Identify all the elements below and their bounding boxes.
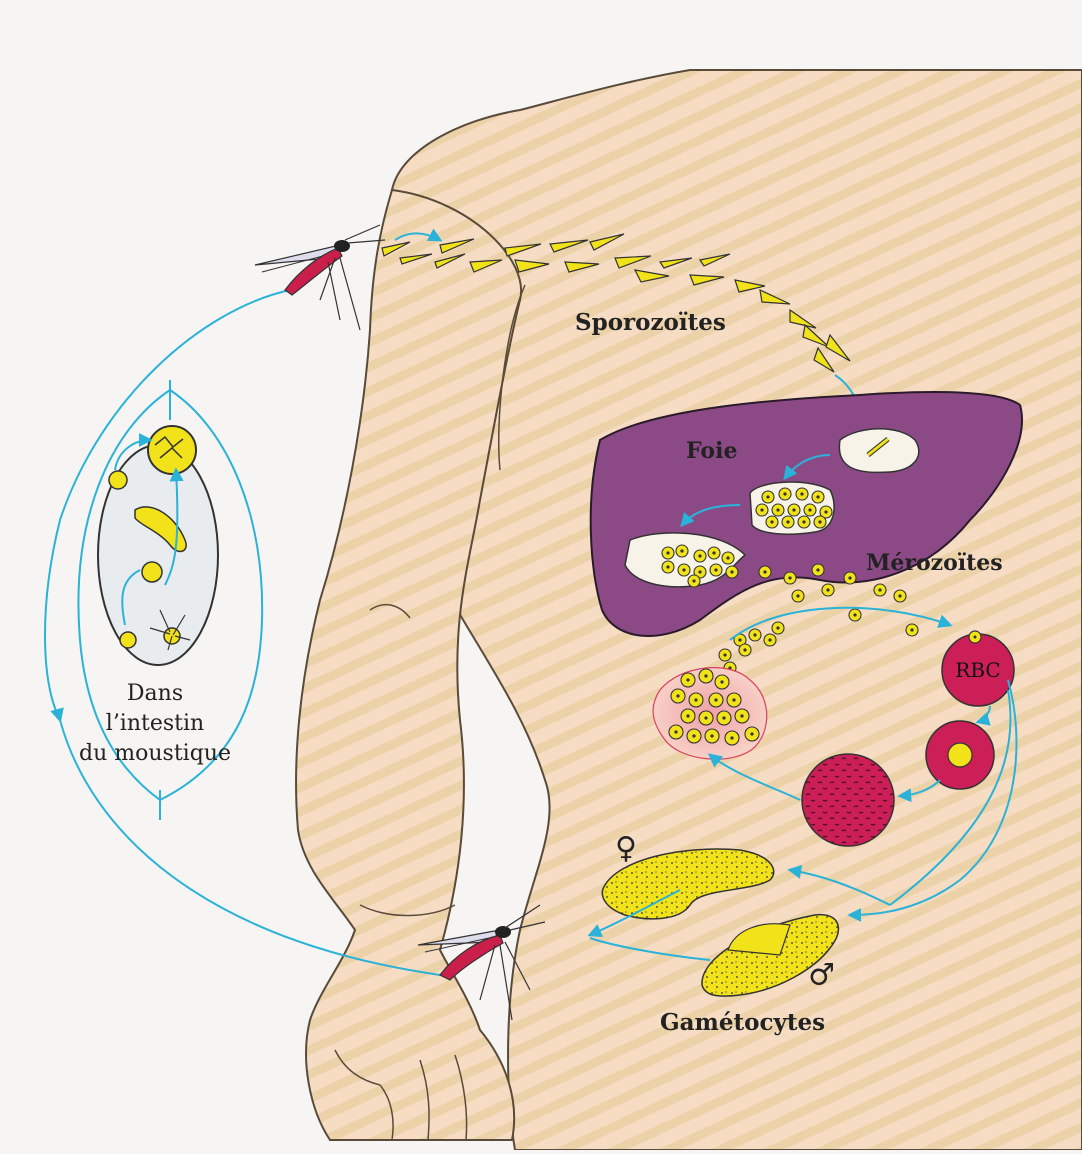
label-intestin-line1: Dans (127, 681, 183, 706)
merozoite-nucleus (766, 495, 769, 498)
gut-oocyst-sporozoites (148, 426, 196, 474)
merozoite-nucleus (682, 568, 685, 571)
merozoite-nucleus (808, 508, 811, 511)
merozoite-nucleus (786, 520, 789, 523)
rbc-trophozoite (802, 754, 894, 846)
merozoite-nucleus (800, 492, 803, 495)
merozoite-nucleus (770, 520, 773, 523)
merozoite-nucleus (698, 554, 701, 557)
merozoite-nucleus (720, 680, 723, 683)
label-rbc: RBC (955, 658, 1000, 682)
merozoite-nucleus (740, 714, 743, 717)
merozoite-nucleus (818, 520, 821, 523)
arm (296, 190, 521, 1140)
merozoite-nucleus (788, 576, 791, 579)
merozoite-nucleus (712, 551, 715, 554)
merozoite-nucleus (694, 698, 697, 701)
merozoite-nucleus (666, 565, 669, 568)
merozoite-nucleus (680, 549, 683, 552)
gut-zygote (109, 471, 127, 489)
merozoite-nucleus (826, 588, 829, 591)
merozoite-nucleus (792, 508, 795, 511)
merozoite-nucleus (686, 678, 689, 681)
merozoite-nucleus (776, 626, 779, 629)
merozoite-nucleus (776, 508, 779, 511)
merozoite-nucleus (730, 570, 733, 573)
merozoite-nucleus (692, 579, 695, 582)
merozoite-nucleus (710, 734, 713, 737)
merozoite-nucleus (796, 594, 799, 597)
gut-oocyst (142, 562, 162, 582)
merozoite-nucleus (802, 520, 805, 523)
merozoite-nucleus (698, 570, 701, 573)
merozoite-nucleus (692, 734, 695, 737)
gut-gamete-female (120, 632, 136, 648)
merozoite-nucleus (853, 613, 856, 616)
label-intestin-line2: l’intestin (106, 711, 204, 736)
merozoite-nucleus (714, 698, 717, 701)
label-foie: Foie (686, 438, 737, 464)
merozoite-nucleus (676, 694, 679, 697)
merozoite-nucleus (730, 736, 733, 739)
merozoite-nucleus (750, 732, 753, 735)
merozoite-nucleus (714, 568, 717, 571)
merozoite-nucleus (753, 633, 756, 636)
label-intestin-line3: du moustique (79, 741, 231, 766)
merozoite-nucleus (824, 510, 827, 513)
merozoite-nucleus (898, 594, 901, 597)
merozoite-nucleus (686, 714, 689, 717)
merozoite-nucleus (848, 576, 851, 579)
merozoite-nucleus (666, 551, 669, 554)
merozoite-nucleus (878, 588, 881, 591)
merozoite-nucleus (726, 556, 729, 559)
label-female-symbol: ♀ (615, 831, 637, 866)
merozoite-nucleus (816, 568, 819, 571)
merozoite-nucleus (760, 508, 763, 511)
label-sporozoites: Sporozoïtes (575, 309, 726, 336)
mosquito-upper (255, 225, 385, 330)
merozoite-nucleus (704, 716, 707, 719)
merozoite-nucleus (732, 698, 735, 701)
merozoite-nucleus (910, 628, 913, 631)
merozoite-nucleus (816, 495, 819, 498)
merozoite-nucleus (763, 570, 766, 573)
label-merozoites: Mérozoïtes (866, 550, 1003, 576)
label-male-symbol: ♂ (808, 958, 835, 993)
merozoite-nucleus (674, 730, 677, 733)
merozoite-nucleus (722, 716, 725, 719)
label-gametocytes: Gamétocytes (660, 1009, 825, 1036)
merozoite-nucleus (768, 638, 771, 641)
liver-cell-sporozoite (839, 429, 918, 473)
merozoite-nucleus (783, 492, 786, 495)
merozoite-nucleus (704, 674, 707, 677)
merozoite-nucleus (738, 638, 741, 641)
merozoite-nucleus (743, 648, 746, 651)
merozoite-nucleus (723, 653, 726, 656)
